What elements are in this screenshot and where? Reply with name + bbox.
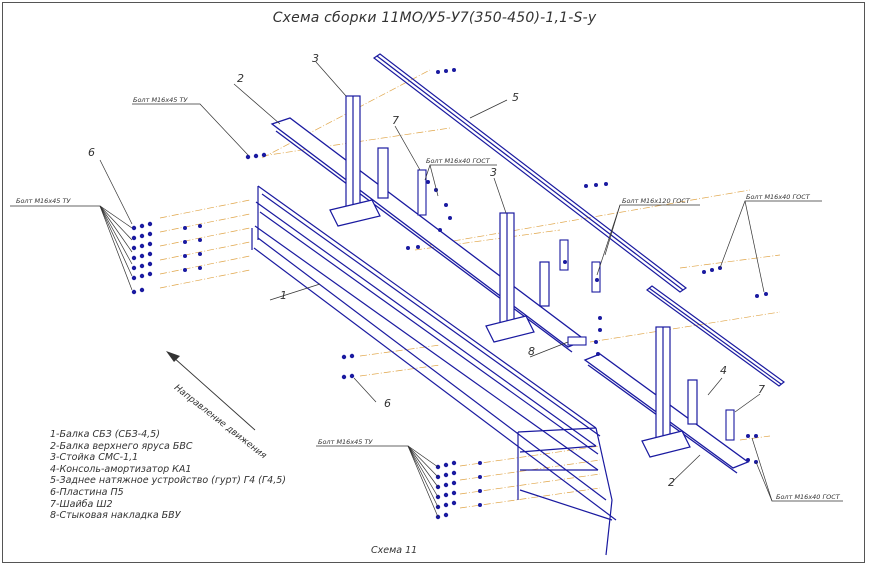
callout-bolt-m16x40-gost-mid: Болт М16х40 ГОСТ <box>426 157 490 165</box>
drawing-title: Схема сборки 11МО/У5-У7(350-450)-1,1-S-у <box>272 10 597 26</box>
part-number-5: 5 <box>512 91 519 104</box>
callout-bolt-m16x40-gost-bottom-right: Болт М16х40 ГОСТ <box>776 493 840 501</box>
washer-plate <box>417 169 735 441</box>
part-number-7-top: 7 <box>392 114 399 127</box>
callout-bolt-m16x45-top: Болт М16х45 ТУ <box>133 96 188 104</box>
legend-item: 4-Консоль-амортизатор КА1 <box>50 463 192 475</box>
part-number-7-right: 7 <box>758 383 765 396</box>
leader-lines <box>10 61 843 518</box>
callout-bolt-m16x40-gost-right: Болт М16х40 ГОСТ <box>746 193 810 201</box>
w-beam <box>251 185 617 556</box>
direction-arrow <box>166 351 256 431</box>
scheme-caption: Схема 11 <box>371 545 418 556</box>
part-number-3-top: 3 <box>312 52 319 65</box>
bolt-cluster-right[interactable] <box>702 266 768 464</box>
part-number-4: 4 <box>720 364 727 377</box>
tension-device-strap <box>372 53 785 387</box>
legend-item: 2-Балка верхнего яруса БВС <box>50 440 193 452</box>
part-number-2-bottom: 2 <box>668 476 675 489</box>
bolt-cluster-bottom[interactable] <box>435 460 482 520</box>
callout-bolt-m16x120-gost: Болт М16х120 ГОСТ <box>622 197 690 205</box>
post <box>329 95 698 458</box>
bolt-cluster-top[interactable] <box>245 68 456 160</box>
bolt-group <box>131 68 768 520</box>
part-number-2-top: 2 <box>237 72 244 85</box>
parts-legend: 1-Балка СБЗ (СБЗ-4,5) 2-Балка верхнего я… <box>50 429 286 522</box>
part-number-6-mid: 6 <box>384 397 391 410</box>
part-number-6-left: 6 <box>88 146 95 159</box>
part-number-8: 8 <box>528 345 535 358</box>
legend-item: 1-Балка СБЗ (СБЗ-4,5) <box>50 429 160 440</box>
legend-item: 5-Заднее натяжное устройство (гурт) Г4 (… <box>50 475 286 487</box>
bolt-cluster-left[interactable] <box>131 221 202 295</box>
legend-item: 6-Пластина П5 <box>50 486 124 498</box>
part-number-3-mid: 3 <box>490 166 497 179</box>
callout-bolt-m16x45-bottom: Болт М16х45 ТУ <box>318 438 373 446</box>
callout-bolt-m16x45-left: Болт М16х45 ТУ <box>16 197 71 205</box>
legend-item: 7-Шайба Ш2 <box>50 498 113 510</box>
bolt-cluster-plate[interactable] <box>341 353 355 380</box>
legend-item: 3-Стойка СМС-1,1 <box>50 452 139 464</box>
part-number-1: 1 <box>280 289 287 302</box>
legend-item: 8-Стыковая накладка БВУ <box>50 510 181 522</box>
